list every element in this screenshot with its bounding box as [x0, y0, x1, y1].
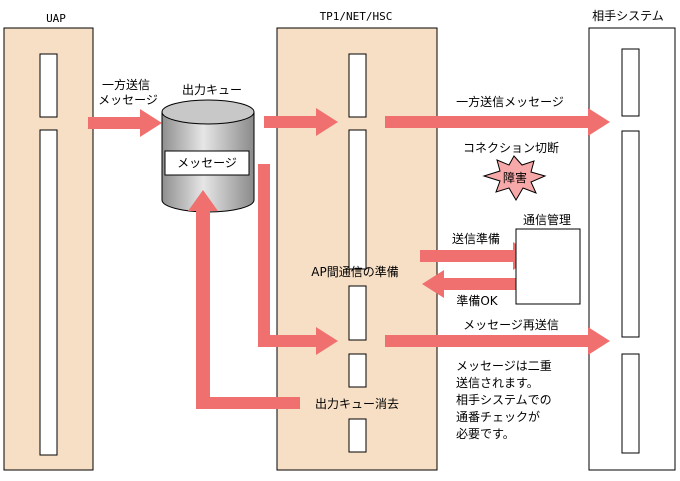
tp1-activation-bar: [348, 418, 367, 453]
queue-message-label: メッセージ: [177, 156, 237, 170]
note-line: 通番チェックが: [456, 409, 540, 424]
remote-activation-bar: [621, 48, 640, 117]
comm-mgmt-label: 通信管理: [523, 212, 571, 227]
note-block: メッセージは二重 送信されます。 相手システムでの 通番チェックが 必要です。: [456, 359, 552, 441]
arrow-queue-to-tp1: [264, 108, 338, 136]
fault-burst: [482, 155, 547, 201]
note-line: メッセージは二重: [456, 359, 552, 373]
tp1-activation-bar: [348, 129, 367, 270]
remote-header: 相手システム: [592, 9, 664, 23]
ap-comm-prep-label: AP間通信の準備: [311, 264, 398, 279]
arrow-message-resend: [385, 327, 610, 355]
uap-activation-bar: [39, 129, 58, 456]
send-prep-label: 送信準備: [452, 231, 500, 246]
arrow-uap-to-queue: [88, 109, 162, 137]
remote-activation-bar: [621, 353, 640, 454]
note-line: 送信されます。: [456, 375, 539, 390]
comm-mgmt-box: [515, 228, 581, 305]
tp1-header: TP1/NET/HSC: [320, 10, 393, 23]
one-way-send-label-2: メッセージ: [98, 93, 158, 107]
queue-delete-label: 出力キュー消去: [315, 397, 399, 411]
tp1-activation-bar: [348, 285, 367, 341]
arrow-queue-delete: [188, 190, 300, 409]
note-line: 相手システムでの: [456, 393, 552, 407]
message-resend-label: メッセージ再送信: [463, 317, 559, 332]
queue-title: 出力キュー: [182, 83, 242, 97]
connection-cut-label: コネクション切断: [463, 140, 559, 155]
arrow-prep-ok: [422, 270, 529, 298]
queue-message-box: [164, 150, 250, 176]
prep-ok-label: 準備OK: [456, 293, 498, 308]
arrow-one-way-message: [385, 108, 610, 136]
note-line: 必要です。: [456, 427, 515, 441]
uap-activation-bar: [39, 53, 58, 118]
arrow-queue-to-resend: [258, 164, 338, 355]
tp1-activation-bar: [348, 353, 367, 388]
flow-arrows: [88, 108, 610, 409]
one-way-send-label: 一方送信: [102, 77, 150, 92]
tp1-activation-bar: [348, 53, 367, 118]
uap-header: UAP: [46, 12, 66, 25]
one-way-message-label: 一方送信メッセージ: [456, 94, 564, 109]
arrow-send-prep: [420, 242, 535, 270]
fault-label: 障害: [503, 170, 527, 185]
remote-activation-bar: [621, 130, 640, 338]
